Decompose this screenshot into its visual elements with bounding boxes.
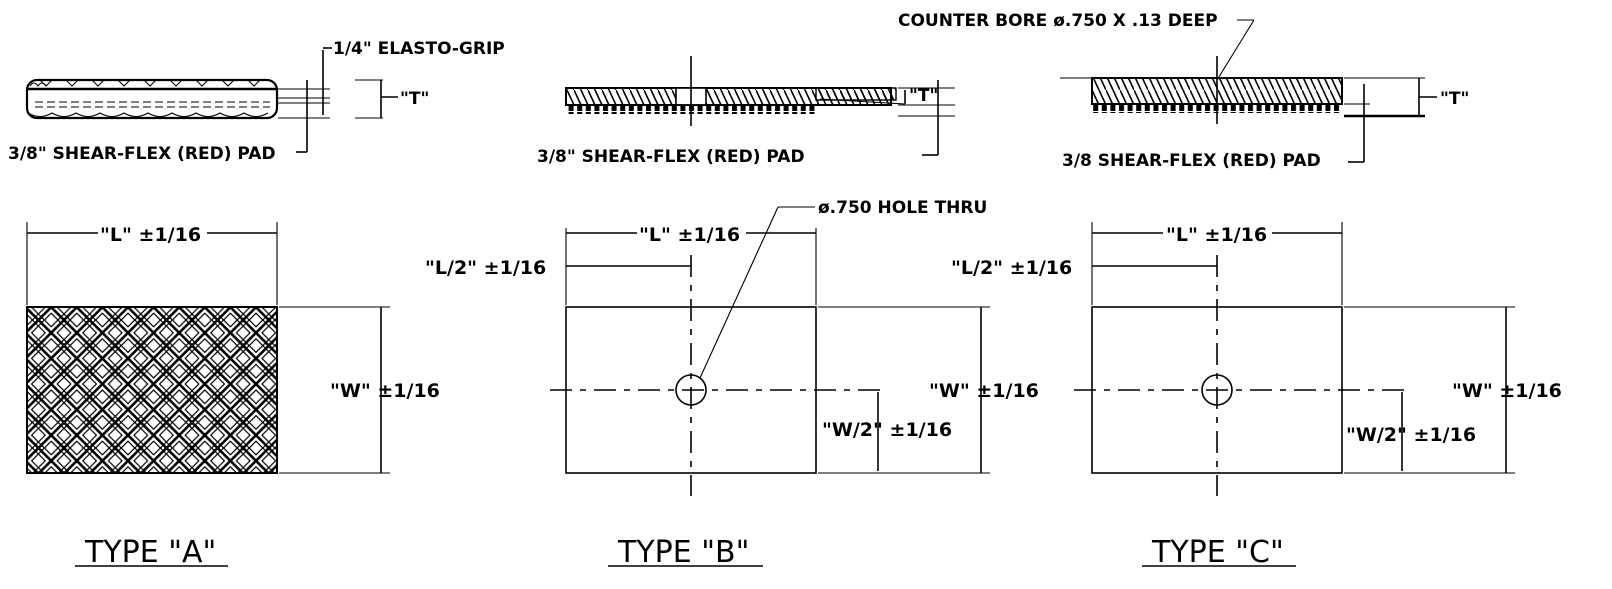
type-b-length-label: "L" ±1/16 [639, 224, 740, 246]
type-a-width-label: "W" ±1/16 [330, 380, 440, 402]
type-b-half-length-label: "L/2" ±1/16 [425, 257, 546, 279]
type-c-title-text: TYPE "C" [1151, 535, 1284, 570]
type-c-pad-label: 3/8 SHEAR-FLEX (RED) PAD [1062, 151, 1321, 171]
type-b-title: TYPE "B" [608, 535, 763, 570]
type-b-title-text: TYPE "B" [617, 535, 749, 570]
type-c-title: TYPE "C" [1142, 535, 1296, 570]
type-c-width-label: "W" ±1/16 [1452, 380, 1562, 402]
type-a-grip-label: 1/4" ELASTO-GRIP [333, 39, 505, 59]
type-b-section-view [565, 56, 955, 156]
type-a-length-label: "L" ±1/16 [100, 224, 201, 246]
type-c-length-label: "L" ±1/16 [1166, 224, 1267, 246]
type-b-half-width-label: "W/2" ±1/16 [822, 419, 952, 441]
type-b-plan-view [550, 206, 990, 496]
type-c-half-length-label: "L/2" ±1/16 [951, 257, 1072, 279]
type-a-pad-label: 3/8" SHEAR-FLEX (RED) PAD [8, 144, 276, 164]
type-a-section-view [25, 47, 398, 153]
type-b-pad-label: 3/8" SHEAR-FLEX (RED) PAD [537, 147, 805, 167]
type-b-hole-label: ø.750 HOLE THRU [818, 198, 987, 218]
type-a-thickness-label: "T" [400, 89, 429, 109]
type-a-title-text: TYPE "A" [84, 535, 216, 570]
type-a-title: TYPE "A" [75, 535, 228, 570]
type-b-thickness-label: "T" [909, 86, 938, 106]
type-c-plan-view [1074, 222, 1515, 496]
type-c-half-width-label: "W/2" ±1/16 [1346, 424, 1476, 446]
type-a-plan-view [26, 222, 390, 474]
type-b-width-label: "W" ±1/16 [929, 380, 1039, 402]
type-c-thickness-label: "T" [1440, 89, 1469, 109]
type-c-section-view [1060, 19, 1437, 163]
type-c-bore-label: COUNTER BORE ø.750 X .13 DEEP [898, 11, 1218, 31]
